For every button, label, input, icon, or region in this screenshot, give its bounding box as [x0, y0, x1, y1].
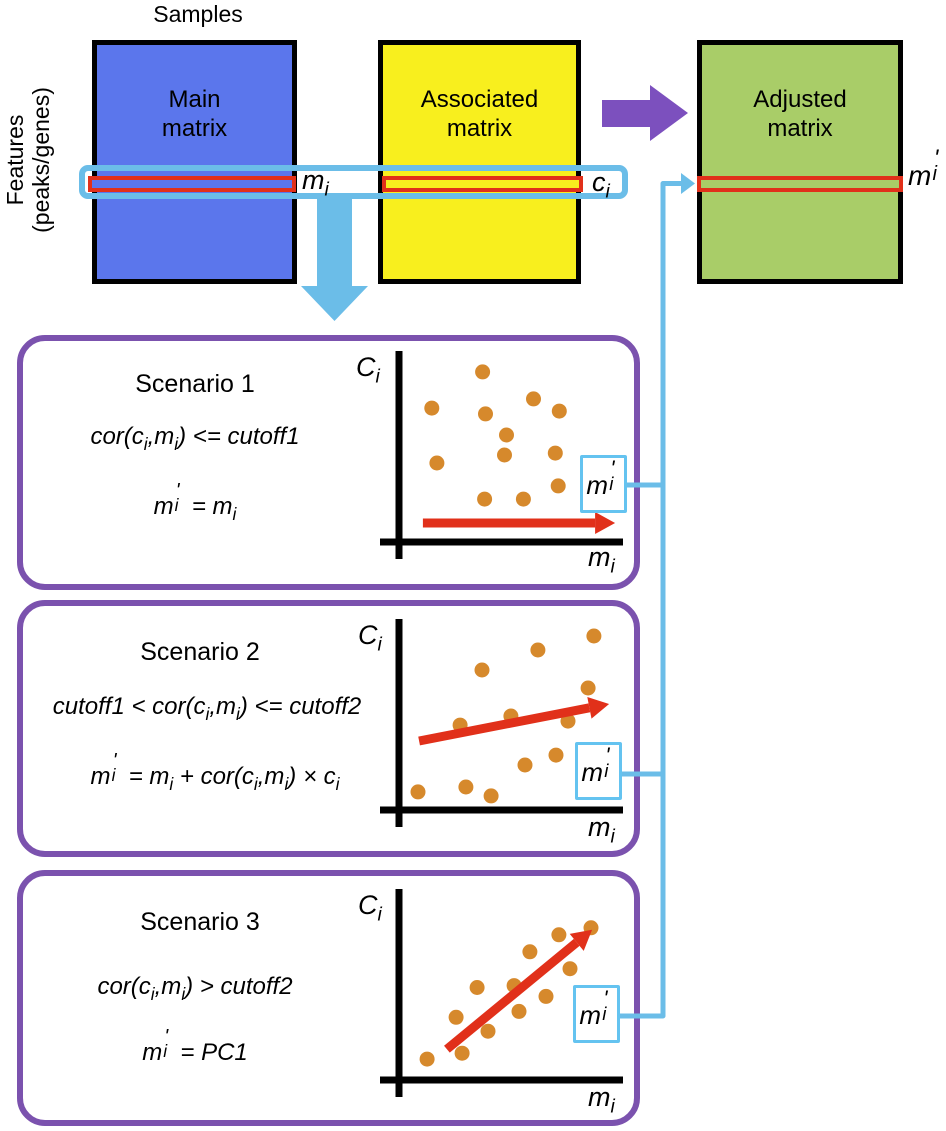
scenario1-output-box: m'i — [580, 455, 627, 513]
adjusted-matrix-label: Adjusted matrix — [753, 86, 847, 143]
trend-arrow-head — [569, 929, 593, 951]
scenario1-scatter-plot — [380, 351, 623, 559]
adjusted-matrix-row — [697, 176, 903, 192]
scatter-dot — [515, 491, 531, 507]
scenario1-equation: m'i = mi — [153, 479, 237, 524]
main-matrix: Main matrix — [92, 40, 297, 284]
scatter-dot — [454, 1045, 470, 1061]
scatter-dot — [550, 478, 566, 494]
adjusted-matrix: Adjusted matrix — [697, 40, 903, 284]
scenario1-condition: cor(ci,mi) <= cutoff1 — [90, 423, 300, 454]
scatter-dot — [429, 455, 445, 471]
scenario3-output-box: m'i — [573, 985, 620, 1043]
scatter-dot — [478, 406, 493, 422]
main-row-label: mi — [302, 165, 329, 201]
associated-matrix: Associated matrix — [378, 40, 581, 284]
scatter-dot — [530, 642, 546, 658]
scatter-dot — [562, 961, 578, 977]
scatter-dot — [538, 988, 554, 1004]
scatter-dot — [475, 364, 491, 380]
samples-label: Samples — [153, 1, 243, 27]
scenario3-box — [17, 870, 640, 1126]
scatter-dot — [419, 1051, 435, 1067]
scatter-dot — [474, 662, 490, 678]
scatter-dot — [499, 427, 514, 443]
scenario2-output-label: m'i — [581, 743, 610, 787]
transform-arrow — [602, 85, 688, 141]
scatter-dot — [458, 779, 474, 795]
scenario1-xlabel: mi — [588, 542, 615, 578]
associated-row-label: ci — [592, 167, 610, 203]
scatter-dot — [522, 944, 538, 960]
scatter-dot — [483, 788, 499, 804]
scatter-dot — [560, 713, 576, 729]
scenario2-ylabel: Ci — [358, 620, 382, 656]
associated-matrix-row — [382, 176, 583, 192]
trend-arrow-shaft — [418, 703, 591, 746]
main-matrix-row — [88, 176, 296, 192]
scenario2-box — [17, 600, 640, 857]
scenario1-ylabel: Ci — [356, 352, 380, 388]
adjusted-row-label: m'i — [908, 145, 939, 191]
scatter-dot — [517, 757, 533, 773]
trend-arrow-head — [595, 512, 616, 534]
scatter-dot — [448, 1009, 464, 1025]
scatter-dot — [511, 1003, 527, 1019]
scenario2-xlabel: mi — [588, 812, 615, 848]
trend-arrow-head — [587, 697, 610, 719]
scenario2-scatter-plot — [380, 619, 623, 827]
feedback-connector-line — [620, 181, 681, 1019]
scenario3-ylabel: Ci — [358, 890, 382, 926]
scenario2-output-box: m'i — [575, 742, 622, 800]
scatter-dot — [477, 491, 493, 507]
scenario2-title: Scenario 2 — [140, 638, 260, 666]
associated-matrix-label: Associated matrix — [420, 86, 539, 143]
scatter-dot — [480, 1023, 496, 1039]
scatter-dot — [497, 447, 512, 463]
main-matrix-label: Main matrix — [161, 86, 228, 143]
scatter-dot — [424, 400, 440, 416]
trend-arrow-shaft — [444, 938, 580, 1053]
scenario3-condition: cor(ci,mi) > cutoff2 — [97, 973, 293, 1004]
scenario3-equation: m'i = PC1 — [142, 1025, 248, 1066]
scenario3-scatter-plot — [380, 889, 623, 1097]
scatter-dot — [580, 680, 596, 696]
row-highlight-outline — [79, 165, 628, 199]
scatter-dot — [586, 628, 602, 644]
scenario3-title: Scenario 3 — [140, 908, 260, 936]
scatter-dot — [547, 445, 563, 461]
scenario3-xlabel: mi — [588, 1082, 615, 1118]
scatter-dot — [551, 403, 567, 419]
scatter-dot — [551, 927, 567, 943]
scenario2-condition: cutoff1 < cor(ci,mi) <= cutoff2 — [52, 693, 362, 724]
scatter-dot — [469, 980, 485, 995]
scatter-dot — [410, 784, 426, 800]
scenario1-title: Scenario 1 — [135, 370, 255, 398]
scenario1-box — [17, 335, 640, 590]
scenario3-output-label: m'i — [579, 986, 608, 1030]
scatter-dot — [548, 747, 564, 763]
extract-row-arrow — [301, 197, 368, 321]
scenario2-equation: m'i = mi + cor(ci,mi) × ci — [90, 749, 340, 794]
scatter-dot — [526, 391, 541, 407]
connector-arrowhead — [681, 173, 695, 194]
scenario1-output-label: m'i — [586, 456, 615, 500]
